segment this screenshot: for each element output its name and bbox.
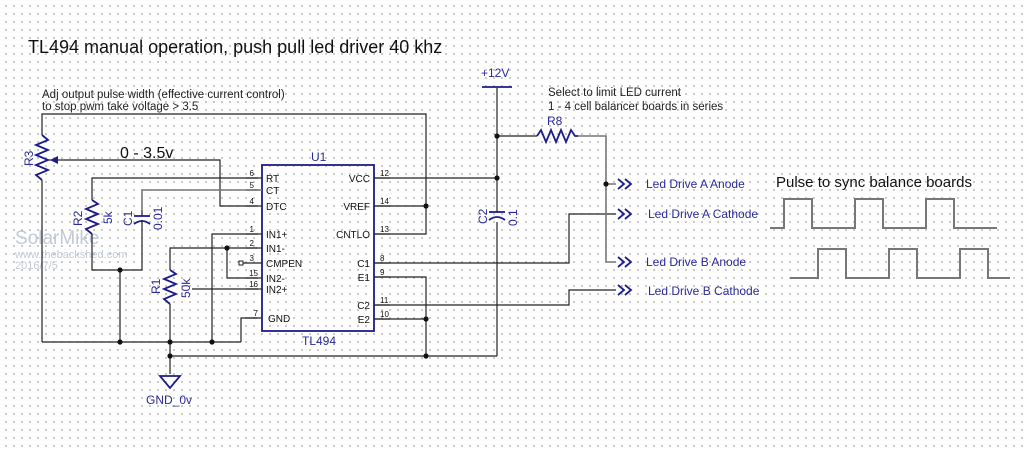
ground-symbol: GND_0v <box>146 375 192 407</box>
pin-num: 9 <box>380 268 385 277</box>
pin-name: IN2+ <box>266 285 288 296</box>
pin-num: 15 <box>249 269 258 278</box>
ic-part: TL494 <box>302 334 336 348</box>
svg-text:Led Drive B Anode: Led Drive B Anode <box>646 255 746 269</box>
pin-name: CT <box>266 186 279 197</box>
resistor-r1: R1 50k <box>149 269 193 305</box>
pin-name: CMPEN <box>266 259 302 270</box>
svg-text:Led Drive A Anode: Led Drive A Anode <box>646 177 745 191</box>
r2-value: 5k <box>101 210 115 224</box>
chevron-right-icon <box>617 178 626 190</box>
pin-num: 12 <box>380 169 389 178</box>
chevron-right-icon <box>624 208 633 220</box>
pin-name: CNTLO <box>336 230 370 241</box>
waveform-channel-b <box>790 248 1010 279</box>
chevron-right-icon <box>617 284 626 296</box>
chevron-right-icon <box>624 284 633 296</box>
pin-num: 16 <box>249 280 258 289</box>
svg-text:Led Drive B Cathode: Led Drive B Cathode <box>648 284 760 298</box>
pin-num: 10 <box>380 310 389 319</box>
pin-num: 3 <box>250 254 255 263</box>
note-voltage-range: 0 - 3.5v <box>120 145 173 162</box>
pin-name: IN2- <box>266 274 285 285</box>
c1-ref: C1 <box>121 210 135 226</box>
note-adj-line1: Adj output pulse width (effective curren… <box>42 89 285 101</box>
junction-dots <box>117 133 609 359</box>
pin-num: 7 <box>254 309 259 318</box>
note-select-line1: Select to limit LED current <box>548 87 682 99</box>
pin-num: 14 <box>380 197 389 206</box>
pin-name: E2 <box>358 315 371 326</box>
sync-pulse-waveforms <box>770 198 1010 279</box>
r8-ref: R8 <box>547 114 563 128</box>
pin-name: E1 <box>358 273 371 284</box>
note-adj-line2: to stop pwm take voltage > 3.5 <box>42 101 198 113</box>
c2-ref: C2 <box>476 208 490 224</box>
supply-label: +12V <box>481 66 509 80</box>
note-select-line2: 1 - 4 cell balancer boards in series <box>548 101 723 113</box>
grey-wires <box>141 135 616 263</box>
capacitor-c2: C2 0.1 <box>476 208 520 226</box>
chevron-right-icon <box>617 208 626 220</box>
pulse-title: Pulse to sync balance boards <box>776 174 972 191</box>
schematic-title: TL494 manual operation, push pull led dr… <box>28 37 442 57</box>
pin-num: 4 <box>250 197 255 206</box>
r2-ref: R2 <box>71 210 85 226</box>
watermark-name: SolarMike <box>15 228 99 249</box>
pin-num: 6 <box>250 169 255 178</box>
net-label-led-a-anode: Led Drive A Anode <box>617 177 745 191</box>
r1-value: 50k <box>179 278 193 298</box>
waveform-channel-a <box>770 198 997 229</box>
watermark-date: 2016/7/5 <box>15 260 58 272</box>
pin-name: RT <box>266 174 279 185</box>
resistor-r8: R8 <box>536 114 578 145</box>
net-label-led-b-cathode: Led Drive B Cathode <box>617 284 760 298</box>
r1-ref: R1 <box>149 278 163 294</box>
c2-value: 0.1 <box>506 209 520 226</box>
pin-num: 13 <box>380 225 389 234</box>
pin-name: VREF <box>343 202 370 213</box>
pin-name: DTC <box>266 202 287 213</box>
pin-name: C2 <box>357 301 370 312</box>
net-label-led-a-cathode: Led Drive A Cathode <box>617 207 758 221</box>
ic-tl494: U1 TL494 6 RT 5 CT 4 DTC <box>238 150 390 348</box>
pin-name: VCC <box>349 174 370 185</box>
c1-value: 0.01 <box>151 206 165 230</box>
pin-name: C1 <box>357 259 370 270</box>
ground-label: GND_0v <box>146 393 192 407</box>
pin-num: 8 <box>380 254 385 263</box>
net-label-led-b-anode: Led Drive B Anode <box>617 255 746 269</box>
r3-ref: R3 <box>22 150 36 166</box>
chevron-right-icon <box>624 256 633 268</box>
pin-num: 5 <box>250 181 255 190</box>
pin-num: 2 <box>250 239 255 248</box>
wires <box>41 88 616 374</box>
potentiometer-r3: R3 <box>22 134 62 181</box>
cmpen-unconnected-terminal <box>238 260 244 266</box>
pin-num: 1 <box>250 225 255 234</box>
chevron-right-icon <box>624 178 633 190</box>
resistor-r2: R2 5k <box>71 199 115 235</box>
supply-12v: +12V <box>481 66 512 88</box>
pin-name: GND <box>268 314 290 325</box>
pin-name: IN1- <box>266 244 285 255</box>
chevron-right-icon <box>617 256 626 268</box>
ic-ref: U1 <box>311 150 327 164</box>
pin-name: IN1+ <box>266 230 288 241</box>
svg-text:Led Drive A Cathode: Led Drive A Cathode <box>648 207 758 221</box>
pin-num: 11 <box>380 296 389 305</box>
capacitor-c1: C1 0.01 <box>121 206 165 230</box>
